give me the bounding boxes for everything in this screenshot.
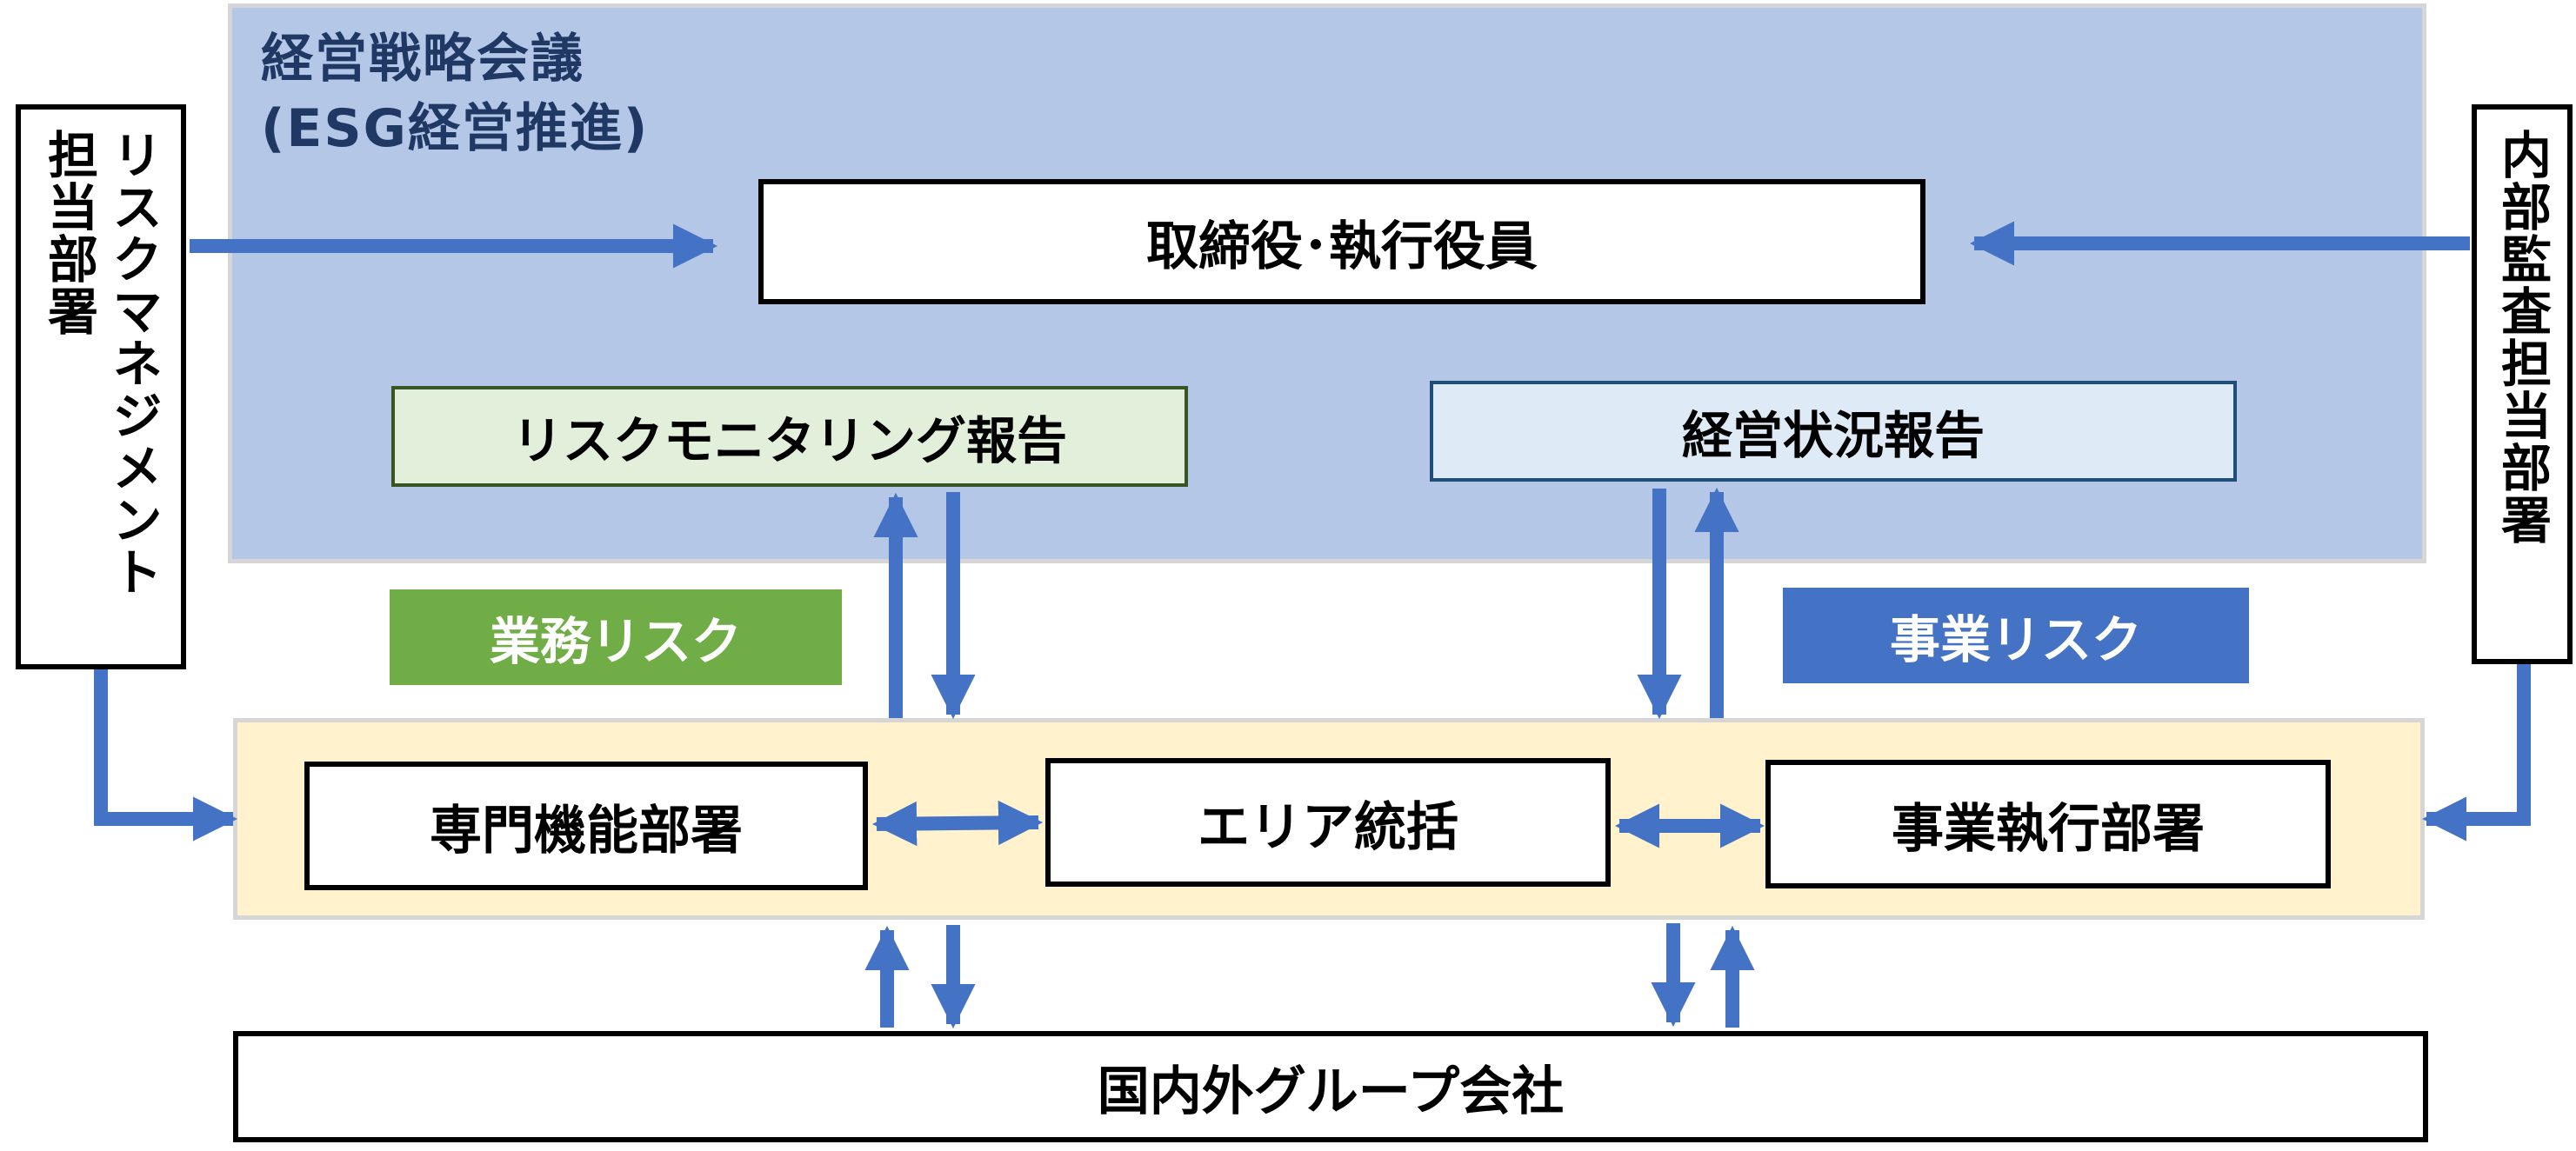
internal-audit-dept-box: 内部監査担当部署 bbox=[2472, 104, 2573, 664]
risk-management-dept-box: リスクマネジメント 担当部署 bbox=[16, 104, 186, 669]
arrow-riskmgmt-to-operations bbox=[94, 669, 238, 842]
specialist-dept-box: 専門機能部署 bbox=[304, 762, 868, 890]
risk-management-label-line2: 担当部署 bbox=[39, 129, 98, 337]
operational-risk-tag: 事業リスク bbox=[1783, 588, 2249, 683]
directors-box: 取締役･執行役員 bbox=[758, 179, 1925, 304]
business-execution-box: 事業執行部署 bbox=[1765, 760, 2331, 888]
group-companies-box: 国内外グループ会社 bbox=[233, 1031, 2428, 1142]
area-supervision-box: エリア統括 bbox=[1045, 758, 1611, 887]
management-report-box: 経営状況報告 bbox=[1430, 381, 2237, 482]
arrow-audit-to-operations bbox=[2421, 664, 2531, 842]
arrow-specialist-area bbox=[871, 800, 1044, 847]
risk-monitoring-report-box: リスクモニタリング報告 bbox=[391, 386, 1188, 487]
council-title: 経営戦略会議 (ESG経営推進) bbox=[261, 24, 649, 163]
council-title-line1: 経営戦略会議 bbox=[261, 29, 584, 90]
internal-audit-label: 内部監査担当部署 bbox=[2493, 129, 2552, 546]
business-risk-tag: 業務リスク bbox=[390, 589, 842, 685]
risk-management-label-line1: リスクマネジメント bbox=[103, 129, 163, 598]
council-title-line2: (ESG経営推進) bbox=[261, 98, 650, 159]
